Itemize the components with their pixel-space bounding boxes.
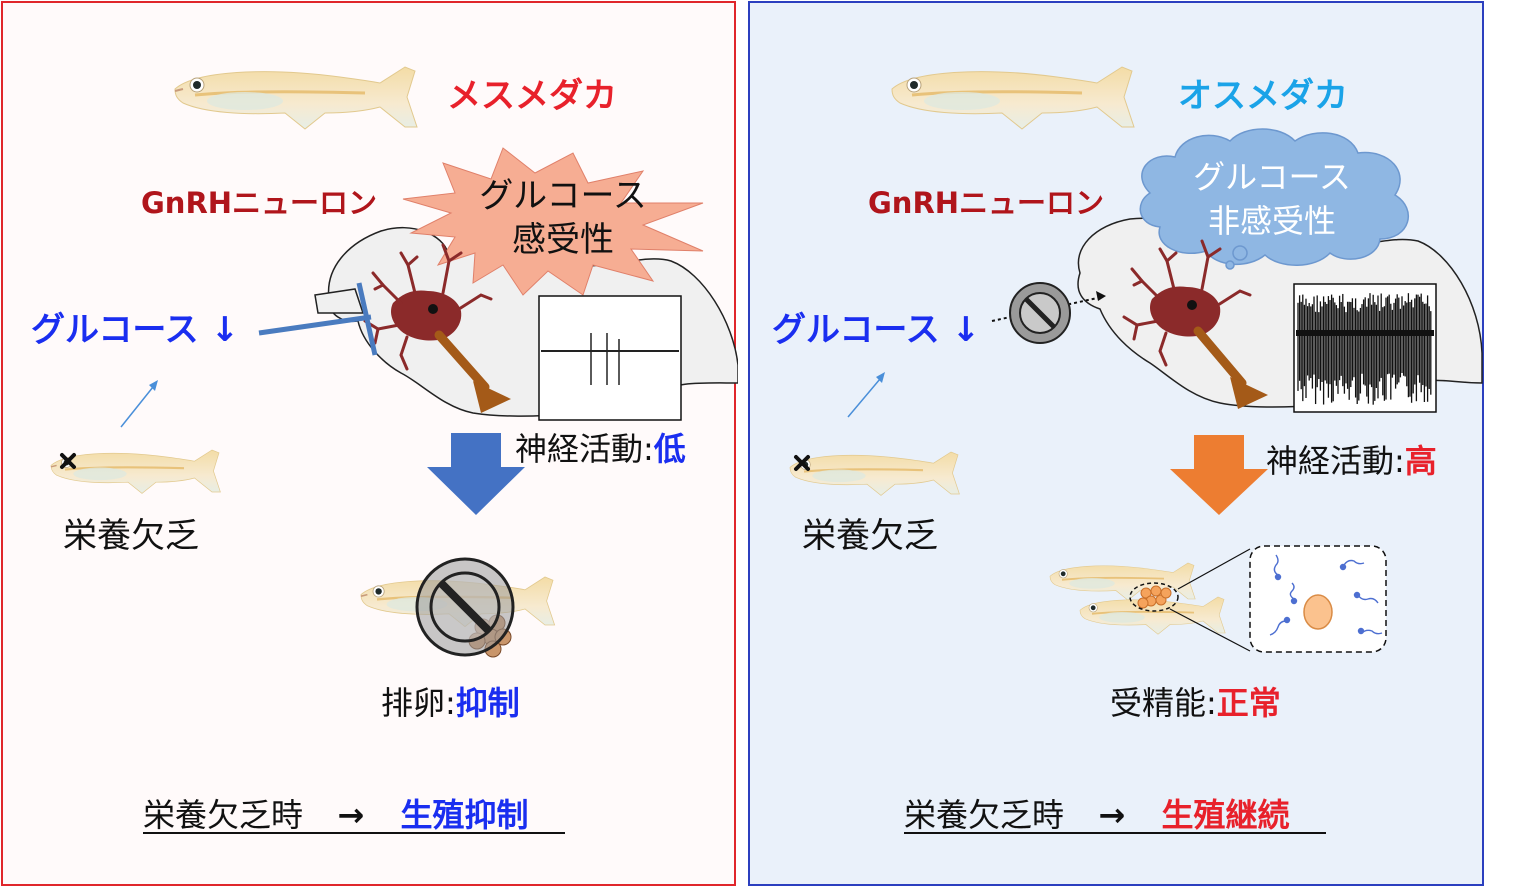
ovulation-value-suppressed: 抑制 [455,684,520,722]
starvation-label: 栄養欠乏 [802,516,938,556]
female-summary: 栄養欠乏時 → 生殖抑制 [143,799,529,831]
summary-prefix: 栄養欠乏時 [904,796,1065,834]
glucose-down-icon: ↓ [951,310,980,350]
zoom-line-bottom [1169,608,1251,652]
female-title: メスメダカ [447,76,617,116]
activity-label: 神経活動:低 [515,433,686,465]
fertility-label-text: 受精能 [1110,684,1207,722]
fertility-label: 受精能:正常 [1110,687,1281,719]
spawning-fish-upper-icon [1049,562,1197,602]
starved-x-mark-icon [794,455,810,471]
glucose-inhibition-bar-icon [258,282,378,356]
gnrh-neuron-icon [363,243,511,413]
male-title: オスメダカ [1178,76,1348,116]
egg-cluster-icon [1137,585,1172,609]
activity-value-low: 低 [653,430,686,468]
activity-colon: : [643,430,654,468]
low-activity-spike-trace-icon [538,295,682,421]
insensitivity-line1: グルコース [1193,158,1351,196]
starvation-to-glucose-arrow-icon [120,380,158,428]
fertilization-zoom-box [1249,545,1387,653]
starved-x-mark-icon [60,453,76,469]
glucose-prohibit-icon [1009,282,1071,344]
activity-label: 神経活動:高 [1266,445,1437,477]
summary-arrow-icon: → [1098,796,1126,834]
insensitivity-line2: 非感受性 [1207,202,1336,240]
starvation-to-glucose-arrow-icon [847,372,885,418]
glucose-down-icon: ↓ [210,310,239,350]
male-medaka-fish-icon [890,65,1136,131]
gnrh-neuron-label: GnRHニューロン [868,186,1105,220]
activity-label-text: 神経活動 [515,430,644,468]
starved-fish-icon [788,450,961,497]
down-arrow-blue-icon [427,433,525,515]
female-panel: メスメダカ GnRHニューロン グルコース 感受性 グルコース ↓ 栄養欠乏 神… [1,1,738,886]
summary-prefix: 栄養欠乏時 [143,796,304,834]
male-summary: 栄養欠乏時 → 生殖継続 [904,799,1290,831]
female-medaka-fish-icon [173,65,419,131]
activity-colon: : [1394,442,1405,480]
starvation-label: 栄養欠乏 [63,516,199,556]
down-arrow-orange-icon [1170,435,1268,515]
gnrh-neuron-icon [1122,239,1268,409]
sensitivity-line2: 感受性 [512,220,614,260]
zoom-line-top [1177,548,1251,590]
ovulation-label: 排卵:抑制 [381,687,520,719]
glucose-label: グルコース ↓ [31,313,239,347]
glucose-text: グルコース [31,310,199,350]
glucose-text: グルコース [772,310,940,350]
male-panel: オスメダカ GnRHニューロン グルコース 非感受性 グルコース ↓ 栄養欠乏 … [748,1,1484,886]
fertility-colon: : [1206,684,1217,722]
male-panel-art [788,65,1483,834]
gnrh-neuron-label: GnRHニューロン [141,186,378,220]
glucose-insensitivity-cloud-icon [1139,128,1410,270]
activity-value-high: 高 [1404,442,1437,480]
sensitivity-line1: グルコース [479,176,647,216]
summary-arrow-icon: → [337,796,365,834]
high-activity-spike-trace-icon [1293,283,1437,413]
ovulation-prohibit-icon [415,557,515,657]
female-panel-art [49,65,738,834]
ovulation-label-text: 排卵 [381,684,446,722]
starved-fish-icon [49,448,222,495]
sperm-icon [1269,554,1383,636]
glucose-sensitivity-burst-icon [402,147,704,296]
glucose-label: グルコース ↓ [772,313,980,347]
summary-result-continuation: 生殖継続 [1161,796,1290,834]
summary-result-suppression: 生殖抑制 [400,796,529,834]
ovulation-colon: : [445,684,456,722]
activity-label-text: 神経活動 [1266,442,1395,480]
egg-icon [1303,594,1333,630]
egg-zoom-circle [1129,582,1179,612]
fertility-value-normal: 正常 [1216,684,1281,722]
